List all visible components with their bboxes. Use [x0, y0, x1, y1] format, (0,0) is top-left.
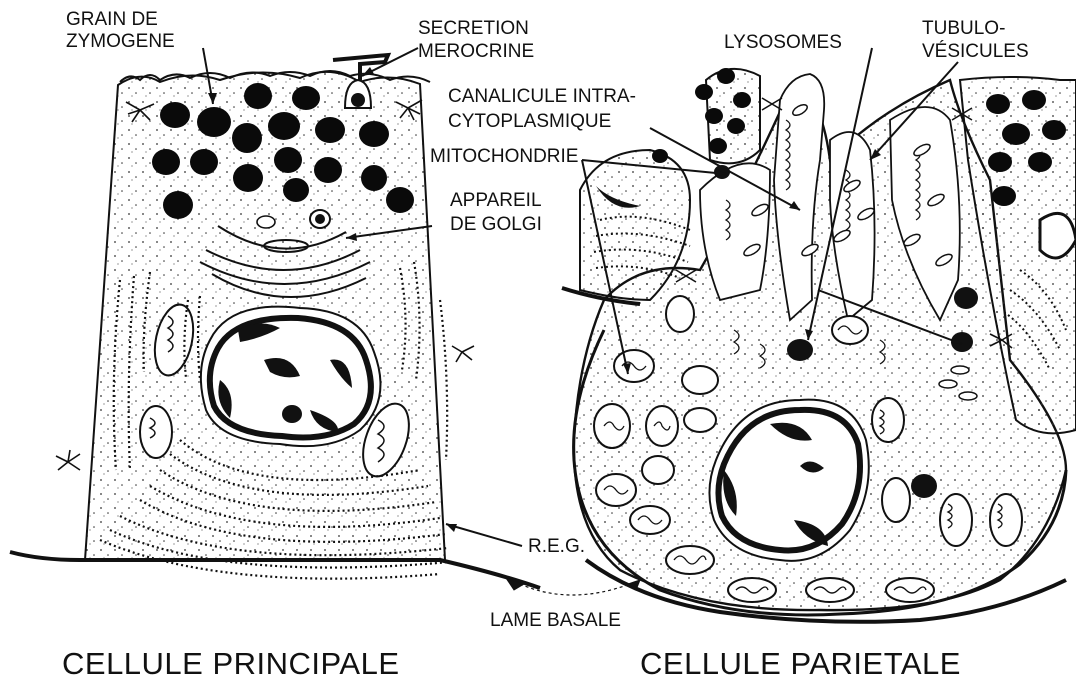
- label-canalicule: CANALICULE INTRA- CYTOPLASMIQUE: [448, 86, 641, 132]
- label-lysosomes: LYSOSOMES: [724, 32, 842, 53]
- label-lame-basale: LAME BASALE: [490, 610, 621, 631]
- label-grain-de-zymogene: GRAIN DE ZYMOGENE: [66, 9, 175, 52]
- chief-cell-nucleus: [201, 307, 381, 446]
- title-cellule-parietale: CELLULE PARIETALE: [640, 646, 961, 681]
- label-mitochondrie: MITOCHONDRIE: [430, 146, 578, 167]
- label-appareil-de-golgi: APPAREIL DE GOLGI: [450, 190, 546, 235]
- label-tubulo-vesicules: TUBULO- VÉSICULES: [922, 18, 1029, 62]
- label-secretion-merocrine: SECRETION MEROCRINE: [418, 18, 534, 62]
- titles: CELLULE PRINCIPALE CELLULE PARIETALE: [62, 646, 961, 681]
- label-reg: R.E.G.: [528, 536, 585, 557]
- title-cellule-principale: CELLULE PRINCIPALE: [62, 646, 400, 681]
- chief-cell: [56, 55, 474, 579]
